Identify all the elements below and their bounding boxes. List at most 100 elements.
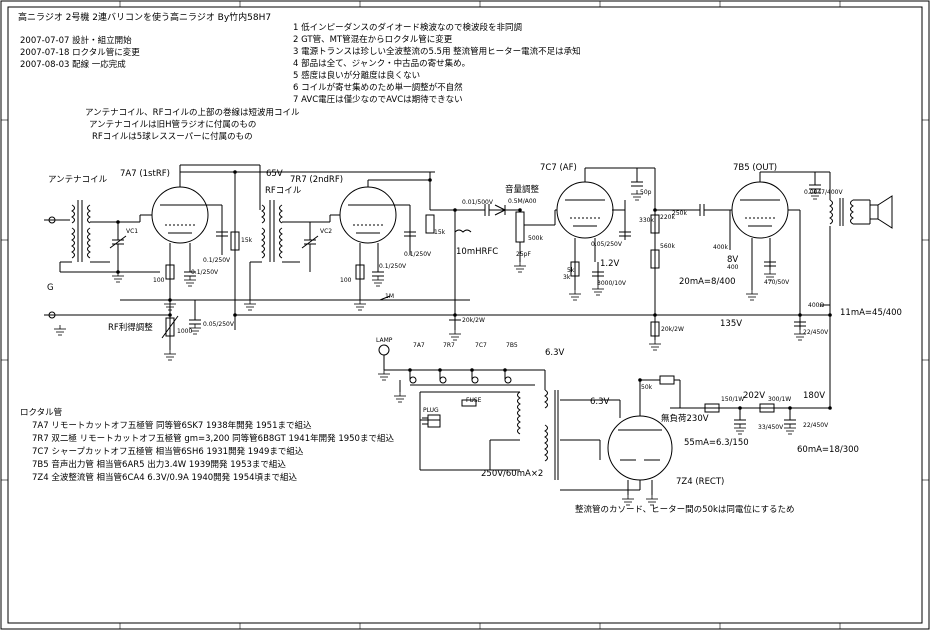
- part-c-250: 0.1/250V: [203, 257, 231, 264]
- ground-icon: [631, 190, 643, 201]
- ground-icon: [569, 290, 581, 301]
- ground-icon: [378, 370, 390, 381]
- ground-icon: [372, 276, 384, 287]
- part-r-500k: 500k: [528, 235, 543, 242]
- no-load-label: 無負荷230V: [661, 414, 709, 424]
- ground-icon: [354, 300, 366, 311]
- part-r-100: 100: [153, 277, 165, 284]
- v65-label: 65V: [266, 169, 283, 179]
- tube5-label: 7Z4 (RECT): [676, 477, 725, 487]
- tube4-label: 7B5 (OUT): [733, 163, 778, 173]
- part-r-330k: 330k: [639, 217, 654, 224]
- part-r-vol: 0.5M/A00: [508, 198, 537, 205]
- junction-dot: [638, 378, 642, 382]
- part-r-250k: 250k: [672, 210, 687, 217]
- i55-label: 55mA=6.3/150: [684, 438, 749, 448]
- i11-label: 11mA=45/400: [840, 308, 902, 318]
- ground-icon: [746, 290, 758, 301]
- junction-dot: [738, 406, 742, 410]
- antenna-coil-label: アンテナコイル: [48, 175, 108, 185]
- v63a-label: 6.3V: [545, 348, 565, 358]
- part-c-470: 470/50V: [764, 279, 790, 286]
- rfc-label: 10mHRFC: [456, 247, 499, 257]
- ground-icon: [784, 424, 796, 435]
- i20-label: 20mA=8/400: [679, 277, 736, 287]
- coil-note-2: アンテナコイルは旧H管ラジオに付属のもの: [89, 120, 257, 130]
- part-c-25: 25pF: [516, 251, 531, 258]
- coil-note-3: RFコイルは5球レススーパーに付属のもの: [92, 132, 253, 142]
- note-2: 2 GT管、MT管混在からロクタル管に変更: [293, 35, 453, 45]
- ground-icon: [54, 325, 66, 336]
- tube1-label: 7A7 (1stRF): [120, 169, 170, 179]
- tube2-label: 7R7 (2ndRF): [290, 175, 344, 185]
- ground-icon: [394, 392, 406, 403]
- part-r-560k: 560k: [660, 243, 675, 250]
- heater-7a7-label: 7A7: [413, 342, 425, 349]
- ground-symbols: [54, 189, 821, 506]
- part-r-gain: 1000: [177, 328, 193, 335]
- sheet-title: 高ニラジオ 2号機 2連バリコンを使う高ニラジオ By竹内58H7: [18, 13, 272, 23]
- junction-dot: [828, 313, 832, 317]
- junction-dot: [788, 406, 792, 410]
- junction-dot: [653, 208, 657, 212]
- junction-dot: [453, 313, 457, 317]
- v180-label: 180V: [803, 391, 826, 401]
- tube-list-row-5: 7Z4 全波整流管 相当管6CA4 6.3V/0.9A 1940開発 1954頃…: [32, 473, 298, 483]
- part-c-22b: 22/450V: [803, 422, 829, 429]
- plug-label: PLUG: [423, 407, 439, 414]
- junction-dot: [518, 208, 522, 212]
- part-c-33: 33/450V: [758, 424, 784, 431]
- part-r-1m: 1M: [385, 293, 394, 300]
- junction-dot: [503, 368, 507, 372]
- part-r-300: 300/1W: [768, 396, 792, 403]
- ground-icon: [646, 495, 658, 506]
- part-r-150: 150/1W: [721, 396, 745, 403]
- heater-7r7-label: 7R7: [443, 342, 455, 349]
- junction-dot: [116, 220, 120, 224]
- part-r-15k-b: 15k: [434, 229, 446, 236]
- rf-gain-label: RF利得調整: [108, 323, 153, 333]
- junction-dot: [168, 298, 172, 302]
- part-r-5k: 5k: [567, 267, 575, 274]
- junction-dot: [116, 270, 120, 274]
- note-4: 4 部品は全て、ジャンク・中古品の寄せ集め。: [293, 59, 471, 69]
- v135-label: 135V: [720, 319, 743, 329]
- ground-icon: [449, 330, 461, 341]
- junction-dot: [233, 170, 237, 174]
- circuit-wiring: [44, 164, 893, 495]
- note-6: 6 コイルが寄せ集めのため単一調整が不自然: [293, 83, 463, 93]
- ground-icon: [592, 285, 604, 296]
- part-c-1: 0.1/250V: [191, 269, 219, 276]
- part-c-005: 0.05/250V: [203, 321, 234, 328]
- part-c-3000: 3000/10V: [597, 280, 627, 287]
- junction-dot: [428, 178, 432, 182]
- history-line-1: 2007-07-07 設計・組立開始: [20, 36, 132, 46]
- tube-list-row-3: 7C7 シャープカットオフ五極管 相当管6SH6 1931開発 1949まで組込: [32, 447, 304, 457]
- junction-dot: [470, 368, 474, 372]
- part-c-22: 22/450V: [803, 329, 829, 336]
- part-r-15k: 15k: [241, 237, 253, 244]
- coil-note-1: アンテナコイル、RFコイルの上部の巻線は短波用コイル: [85, 108, 300, 118]
- rf-coil-label: RFコイル: [265, 186, 302, 196]
- part-c-50: 50p: [640, 189, 652, 196]
- ground-icon: [622, 495, 634, 506]
- part-c-0047: 0.0047/400V: [804, 189, 843, 196]
- v12-label: 1.2V: [600, 259, 620, 269]
- tube-list-row-1: 7A7 リモートカットオフ五極管 同等管6SK7 1938年開発 1951まで組…: [32, 421, 312, 431]
- part-r-400k: 400k: [713, 244, 728, 251]
- note-5: 5 感度は良いが分離度は良くない: [293, 71, 421, 81]
- junction-dot: [798, 313, 802, 317]
- v202-label: 202V: [743, 391, 766, 401]
- tube-list-row-2: 7R7 双二極 リモートカットオフ五極管 gm=3,200 同等管6B8GT 1…: [32, 434, 394, 444]
- note-1: 1 低インピーダンスのダイオード検波なので検波段を非同調: [293, 23, 522, 33]
- ground-icon: [764, 270, 776, 281]
- part-c-det: 0.01/500V: [462, 199, 493, 206]
- transformer-rating-label: 250V/60mA×2: [481, 469, 544, 479]
- part-r-2k: 20k/2W: [661, 326, 684, 333]
- heater-7b5-label: 7B5: [506, 342, 518, 349]
- part-r-400-ohm: 400Ω: [808, 302, 825, 309]
- part-c-1b: 0.1/250V: [379, 263, 407, 270]
- vc2-label: VC2: [320, 228, 333, 235]
